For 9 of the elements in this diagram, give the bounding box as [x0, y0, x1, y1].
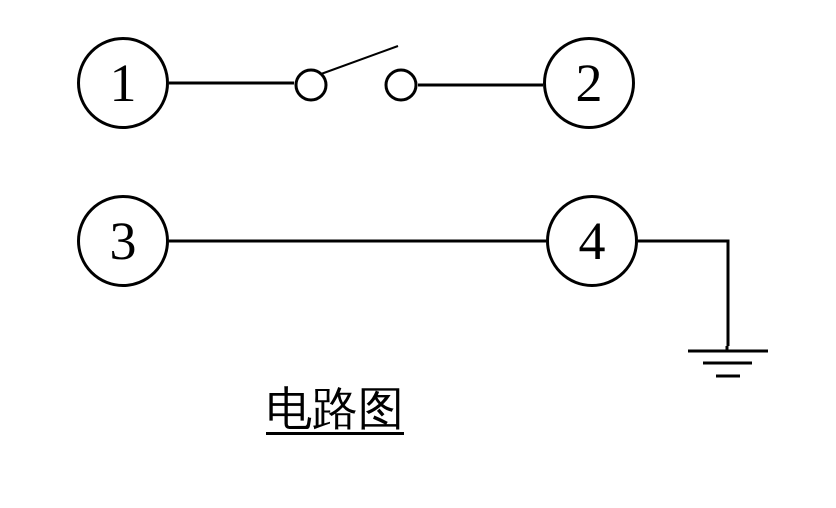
caption-text: 电路图 [266, 382, 404, 436]
wire [169, 240, 546, 242]
wire [418, 84, 543, 86]
wire [169, 82, 294, 84]
wire [638, 240, 730, 346]
terminal-circle: 4 [546, 195, 638, 287]
terminal-circle: 1 [77, 37, 169, 129]
terminal-circle: 2 [543, 37, 635, 129]
terminal-circle: 3 [77, 195, 169, 287]
